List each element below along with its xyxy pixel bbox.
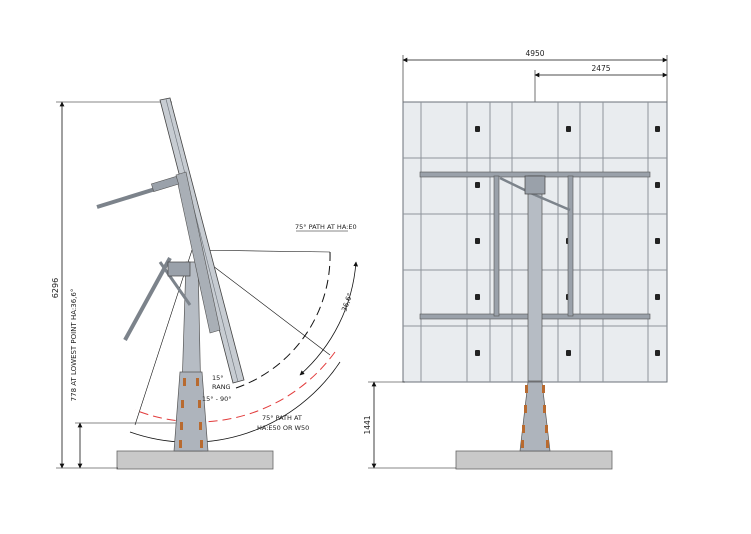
side-range-label-2: RANG — [212, 383, 231, 391]
side-pedestal-foot — [173, 371, 209, 452]
front-pedestal — [519, 381, 551, 452]
side-panel-rail — [175, 171, 221, 334]
front-base-slab — [455, 450, 613, 470]
side-range-label-1: 15° — [212, 374, 224, 382]
front-gearbox — [524, 175, 546, 195]
front-half-width-dim-label: 2475 — [591, 64, 610, 73]
side-actuator-lower — [123, 257, 172, 341]
front-pedestal-dim-label: 1441 — [363, 415, 372, 434]
front-junction-boxes — [475, 126, 660, 356]
front-frame-right — [567, 175, 574, 317]
front-frame-left — [493, 175, 500, 317]
side-gearbox — [167, 261, 191, 277]
side-rust-marks — [179, 378, 203, 448]
front-rust-marks — [521, 385, 549, 448]
side-ray-low — [134, 249, 193, 426]
side-arc-range — [129, 361, 341, 443]
side-range-label-3: 15° - 90° — [202, 395, 232, 403]
side-lowest-dim-label: 778 AT LOWEST POINT HA:36,6° — [70, 289, 78, 402]
side-height-dim-label: 6296 — [51, 278, 60, 298]
front-brace-right — [534, 193, 571, 212]
side-arc-e0 — [235, 251, 331, 389]
side-path-e50-label-2: HA:E50 OR W50 — [257, 424, 309, 432]
front-view: 4950 2475 — [363, 49, 668, 470]
side-path-e50-label-1: 75° PATH AT — [262, 414, 302, 422]
side-arc-e50 — [134, 351, 336, 423]
side-base-slab — [116, 450, 274, 470]
front-center-mast — [527, 175, 543, 382]
side-path-e0-label: 75° PATH AT HA:E0 — [295, 223, 357, 231]
side-tilt-angle-label: 36,6° — [340, 292, 354, 313]
front-width-dim-label: 4950 — [525, 49, 544, 58]
side-view: 6296 778 AT LOWEST POINT HA:36,6° — [51, 97, 359, 470]
side-ray-upper — [191, 249, 331, 253]
side-arc-tilt — [299, 261, 359, 376]
